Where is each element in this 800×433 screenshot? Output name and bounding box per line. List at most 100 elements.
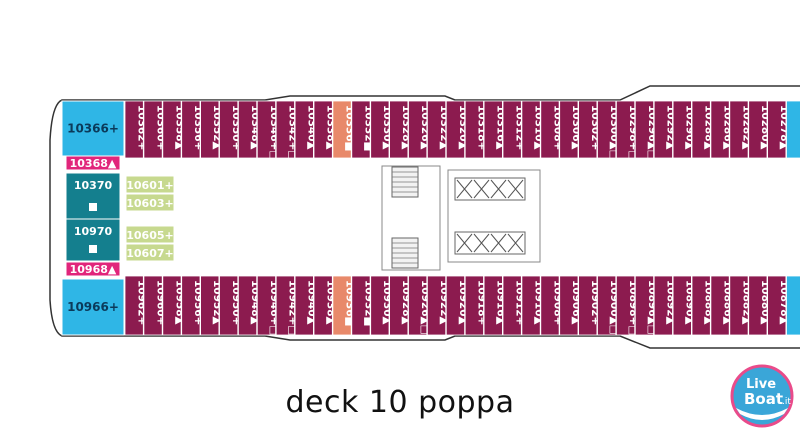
logo-text-suffix: .it [782,397,791,407]
cabin-10340[interactable] [294,100,314,159]
cabin-10958[interactable] [162,275,182,336]
studio-marker [89,245,97,253]
cabin-10338[interactable] [313,100,333,159]
core-outline [381,165,541,271]
cabin-10936[interactable] [332,275,352,336]
cabin-10908[interactable] [540,275,560,336]
cabin-10926[interactable] [408,275,428,336]
cabin-10906[interactable] [559,275,579,336]
cabin-10332[interactable] [351,100,371,159]
cabin-10948[interactable] [237,275,258,336]
cabin-10276[interactable] [786,100,800,159]
cabin-10878[interactable] [767,275,787,336]
cabin-10342[interactable] [275,100,295,159]
cabin-label: 10603+ [126,197,174,210]
cabins-bottom-row: 10962+10960+10958▲10956+10952▲10950+1094… [124,275,800,336]
cabin-label: 10605+ [126,229,174,242]
cabin-10352[interactable] [200,100,220,159]
cabin-10910[interactable] [521,275,541,336]
cabin-label: 10966+ [67,300,119,314]
cabin-10280[interactable] [748,100,768,159]
elevator-icon [507,179,524,199]
cabin-10956[interactable] [181,275,201,336]
cabin-10918[interactable] [464,275,484,336]
deck-caption: deck 10 poppa [285,385,515,420]
cabin-10876[interactable] [786,275,800,336]
cabin-10288[interactable] [691,100,711,159]
cabin-10920[interactable] [445,275,465,336]
cabin-10902[interactable] [578,275,598,336]
elevator-icon [456,179,473,199]
cabin-10890[interactable] [672,275,692,336]
elevator-icon [507,233,524,253]
cabin-10350[interactable] [219,100,239,159]
cabin-10318[interactable] [464,100,484,159]
cabin-10886[interactable] [710,275,730,336]
cabin-10942[interactable] [275,275,295,336]
cabin-10962[interactable] [124,275,144,336]
cabin-10328[interactable] [389,100,409,159]
cabin-10922[interactable] [426,275,447,336]
cabin-10892[interactable] [653,275,673,336]
cabin-10348[interactable] [237,100,258,159]
cabin-10950[interactable] [219,275,239,336]
cabin-10880[interactable] [748,275,768,336]
cabin-label: 10370 [74,179,113,192]
cabin-10358[interactable] [162,100,182,159]
elevator-icon [473,179,490,199]
cabin-10888[interactable] [691,275,711,336]
cabin-10932[interactable] [351,275,371,336]
cabin-10605[interactable] [125,225,175,244]
cabin-10306[interactable] [559,100,579,159]
cabin-10360[interactable] [143,100,163,159]
cabin-10938[interactable] [313,275,333,336]
cabin-10292[interactable] [653,100,673,159]
cabin-10278[interactable] [767,100,787,159]
cabin-10316[interactable] [483,100,503,159]
cabin-10290[interactable] [672,100,692,159]
cabin-10368[interactable] [65,155,121,171]
cabin-10966[interactable] [61,278,125,336]
logo-text-boat: Boat [744,390,783,408]
cabin-10356[interactable] [181,100,201,159]
cabin-10302[interactable] [578,100,598,159]
cabin-10370[interactable] [65,172,121,220]
cabin-10900[interactable] [597,275,617,336]
cabin-10362[interactable] [124,100,144,159]
cabin-10300[interactable] [597,100,617,159]
cabin-10298[interactable] [616,100,636,159]
cabin-10322[interactable] [426,100,447,159]
cabin-10970[interactable] [65,218,121,262]
cabin-10940[interactable] [294,275,314,336]
elevator-bank-bottom [454,231,526,255]
cabin-10968[interactable] [65,261,121,277]
cabin-10882[interactable] [729,275,749,336]
cabin-10898[interactable] [616,275,636,336]
cabin-10928[interactable] [389,275,409,336]
cabin-10286[interactable] [710,100,730,159]
cabin-10296[interactable] [634,100,654,159]
cabin-10607[interactable] [125,243,175,262]
cabin-label: 10276+ [797,105,800,150]
cabin-10326[interactable] [408,100,428,159]
cabin-10930[interactable] [370,275,390,336]
cabin-10346[interactable] [256,100,276,159]
cabin-10960[interactable] [143,275,163,336]
cabin-10896[interactable] [634,275,654,336]
cabin-10320[interactable] [445,100,465,159]
cabin-10330[interactable] [370,100,390,159]
cabin-10282[interactable] [729,100,749,159]
cabin-10912[interactable] [502,275,522,336]
cabin-10946[interactable] [256,275,276,336]
cabin-10308[interactable] [540,100,560,159]
stairwells [381,165,541,271]
cabin-10310[interactable] [521,100,541,159]
cabin-10603[interactable] [125,193,175,212]
cabin-10336[interactable] [332,100,352,159]
cabin-10916[interactable] [483,275,503,336]
cabin-10601[interactable] [125,175,175,194]
cabin-10312[interactable] [502,100,522,159]
cabin-10952[interactable] [200,275,220,336]
